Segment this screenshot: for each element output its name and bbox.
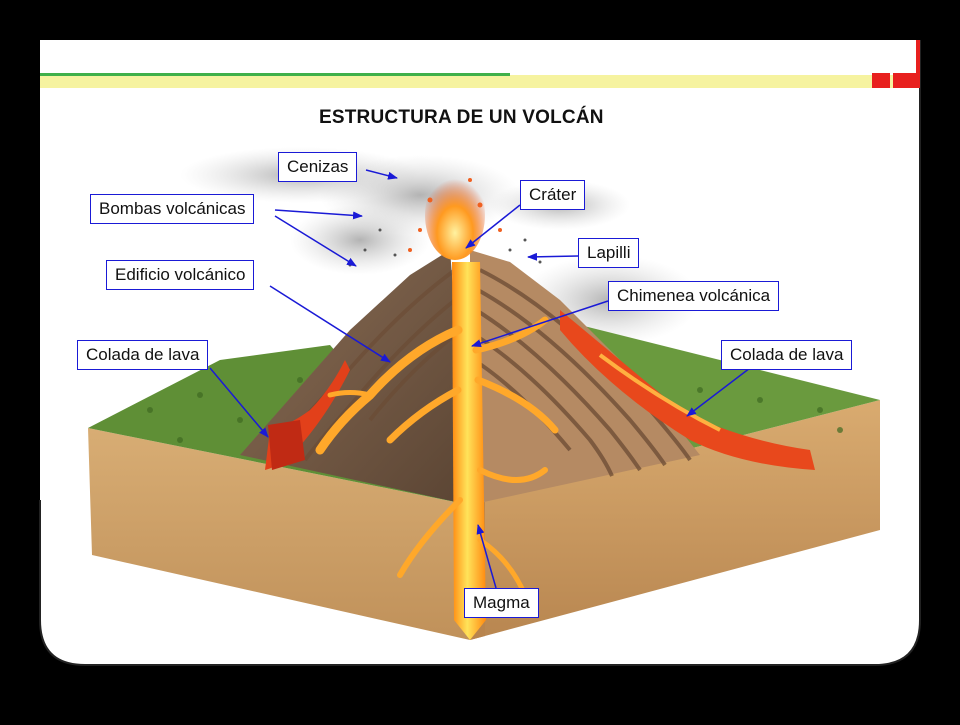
label-magma: Magma xyxy=(464,588,539,618)
volcanic-bombs xyxy=(408,178,502,252)
volcano-cone-right xyxy=(470,250,700,505)
label-cenizas: Cenizas xyxy=(278,152,358,182)
lava-flow-right xyxy=(560,310,815,470)
header-green-line xyxy=(40,73,510,76)
label-colada-de-lava-right: Colada de lava xyxy=(721,340,853,370)
leader-arrows xyxy=(209,169,751,589)
header-red-square xyxy=(872,73,890,88)
label-colada-de-lava-left: Colada de lava xyxy=(77,340,209,370)
label-chimenea-volcanica: Chimenea volcánica xyxy=(608,281,780,311)
label-bombas-volcanicas: Bombas volcánicas xyxy=(90,194,255,224)
header-red-square-2 xyxy=(893,73,920,88)
magma-dikes xyxy=(315,316,559,598)
magma-conduit xyxy=(452,262,486,640)
soil-block-left xyxy=(88,428,470,640)
diagram-title: ESTRUCTURA DE UN VOLCÁN xyxy=(319,107,604,128)
header-band xyxy=(40,75,920,88)
label-lapilli: Lapilli xyxy=(578,238,640,268)
eruption-fire xyxy=(425,170,485,260)
label-crater: Cráter xyxy=(520,180,586,210)
header-red-bar xyxy=(916,40,920,73)
label-edificio-volcanico: Edificio volcánico xyxy=(106,260,255,290)
slide-panel-border xyxy=(39,40,921,666)
